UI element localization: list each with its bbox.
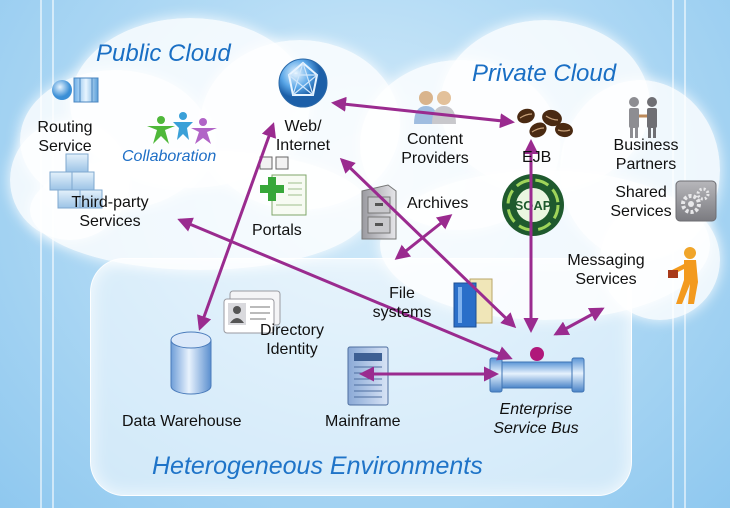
public-cloud-title: Public Cloud — [96, 40, 231, 67]
shared-services-gear-icon — [675, 180, 717, 222]
collaboration-label: Collaboration — [122, 148, 217, 165]
background-pillar — [40, 0, 42, 508]
ejb-label: EJB — [522, 149, 552, 166]
arrow-thirdparty-esb — [177, 217, 513, 361]
third-party-services-icon — [49, 153, 103, 209]
arrow-esb-messaging — [553, 307, 605, 336]
messaging-services-icon — [668, 247, 698, 304]
private-cloud-title: Private Cloud — [472, 60, 617, 87]
ejb-coffee-beans-icon — [517, 108, 573, 138]
heterogeneous-environments-title: Heterogeneous Environments — [152, 452, 483, 480]
arrow-archives-filesystems — [394, 214, 453, 260]
portals-label: Portals — [252, 222, 302, 239]
background-pillar — [52, 0, 54, 508]
mainframe-label: Mainframe — [325, 413, 401, 430]
web-internet-label: Web/Internet — [275, 118, 331, 154]
data-warehouse-label: Data Warehouse — [122, 413, 242, 430]
enterprise-service-bus-icon — [489, 347, 585, 393]
archives-label: Archives — [407, 195, 469, 212]
business-partners-icon — [629, 97, 657, 138]
routing-service-icon — [52, 77, 99, 103]
web-globe-icon — [278, 58, 328, 108]
arrow-web-ejb — [331, 96, 515, 129]
